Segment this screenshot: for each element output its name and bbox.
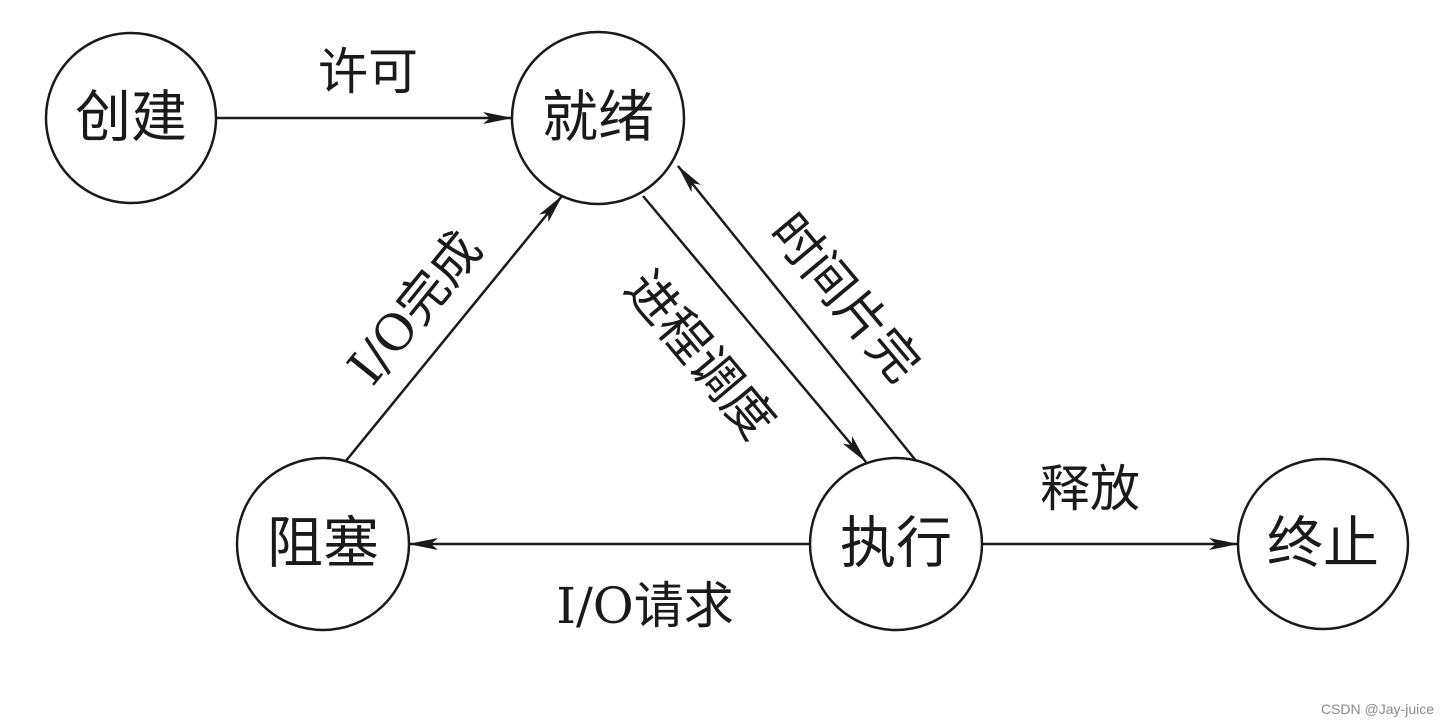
- state-terminated: 终止: [1236, 457, 1410, 631]
- state-running: 执行: [808, 456, 984, 632]
- state-running-label: 执行: [840, 512, 952, 577]
- state-ready: 就绪: [510, 30, 686, 206]
- label-release: 释放: [1040, 460, 1140, 518]
- state-create-label: 创建: [75, 86, 187, 151]
- state-ready-label: 就绪: [542, 86, 654, 151]
- label-admit: 许可: [318, 43, 418, 101]
- label-dispatch: 进程调度: [614, 260, 787, 450]
- watermark: CSDN @Jay-juice: [1320, 701, 1434, 717]
- label-io-request: I/O请求: [556, 577, 734, 635]
- state-blocked: 阻塞: [235, 456, 411, 632]
- state-terminated-label: 终止: [1267, 512, 1379, 577]
- edge-timeout: [677, 165, 918, 463]
- state-create: 创建: [44, 31, 218, 205]
- edge-io-complete: [344, 195, 563, 463]
- edge-dispatch: [642, 195, 867, 463]
- state-blocked-label: 阻塞: [267, 512, 379, 577]
